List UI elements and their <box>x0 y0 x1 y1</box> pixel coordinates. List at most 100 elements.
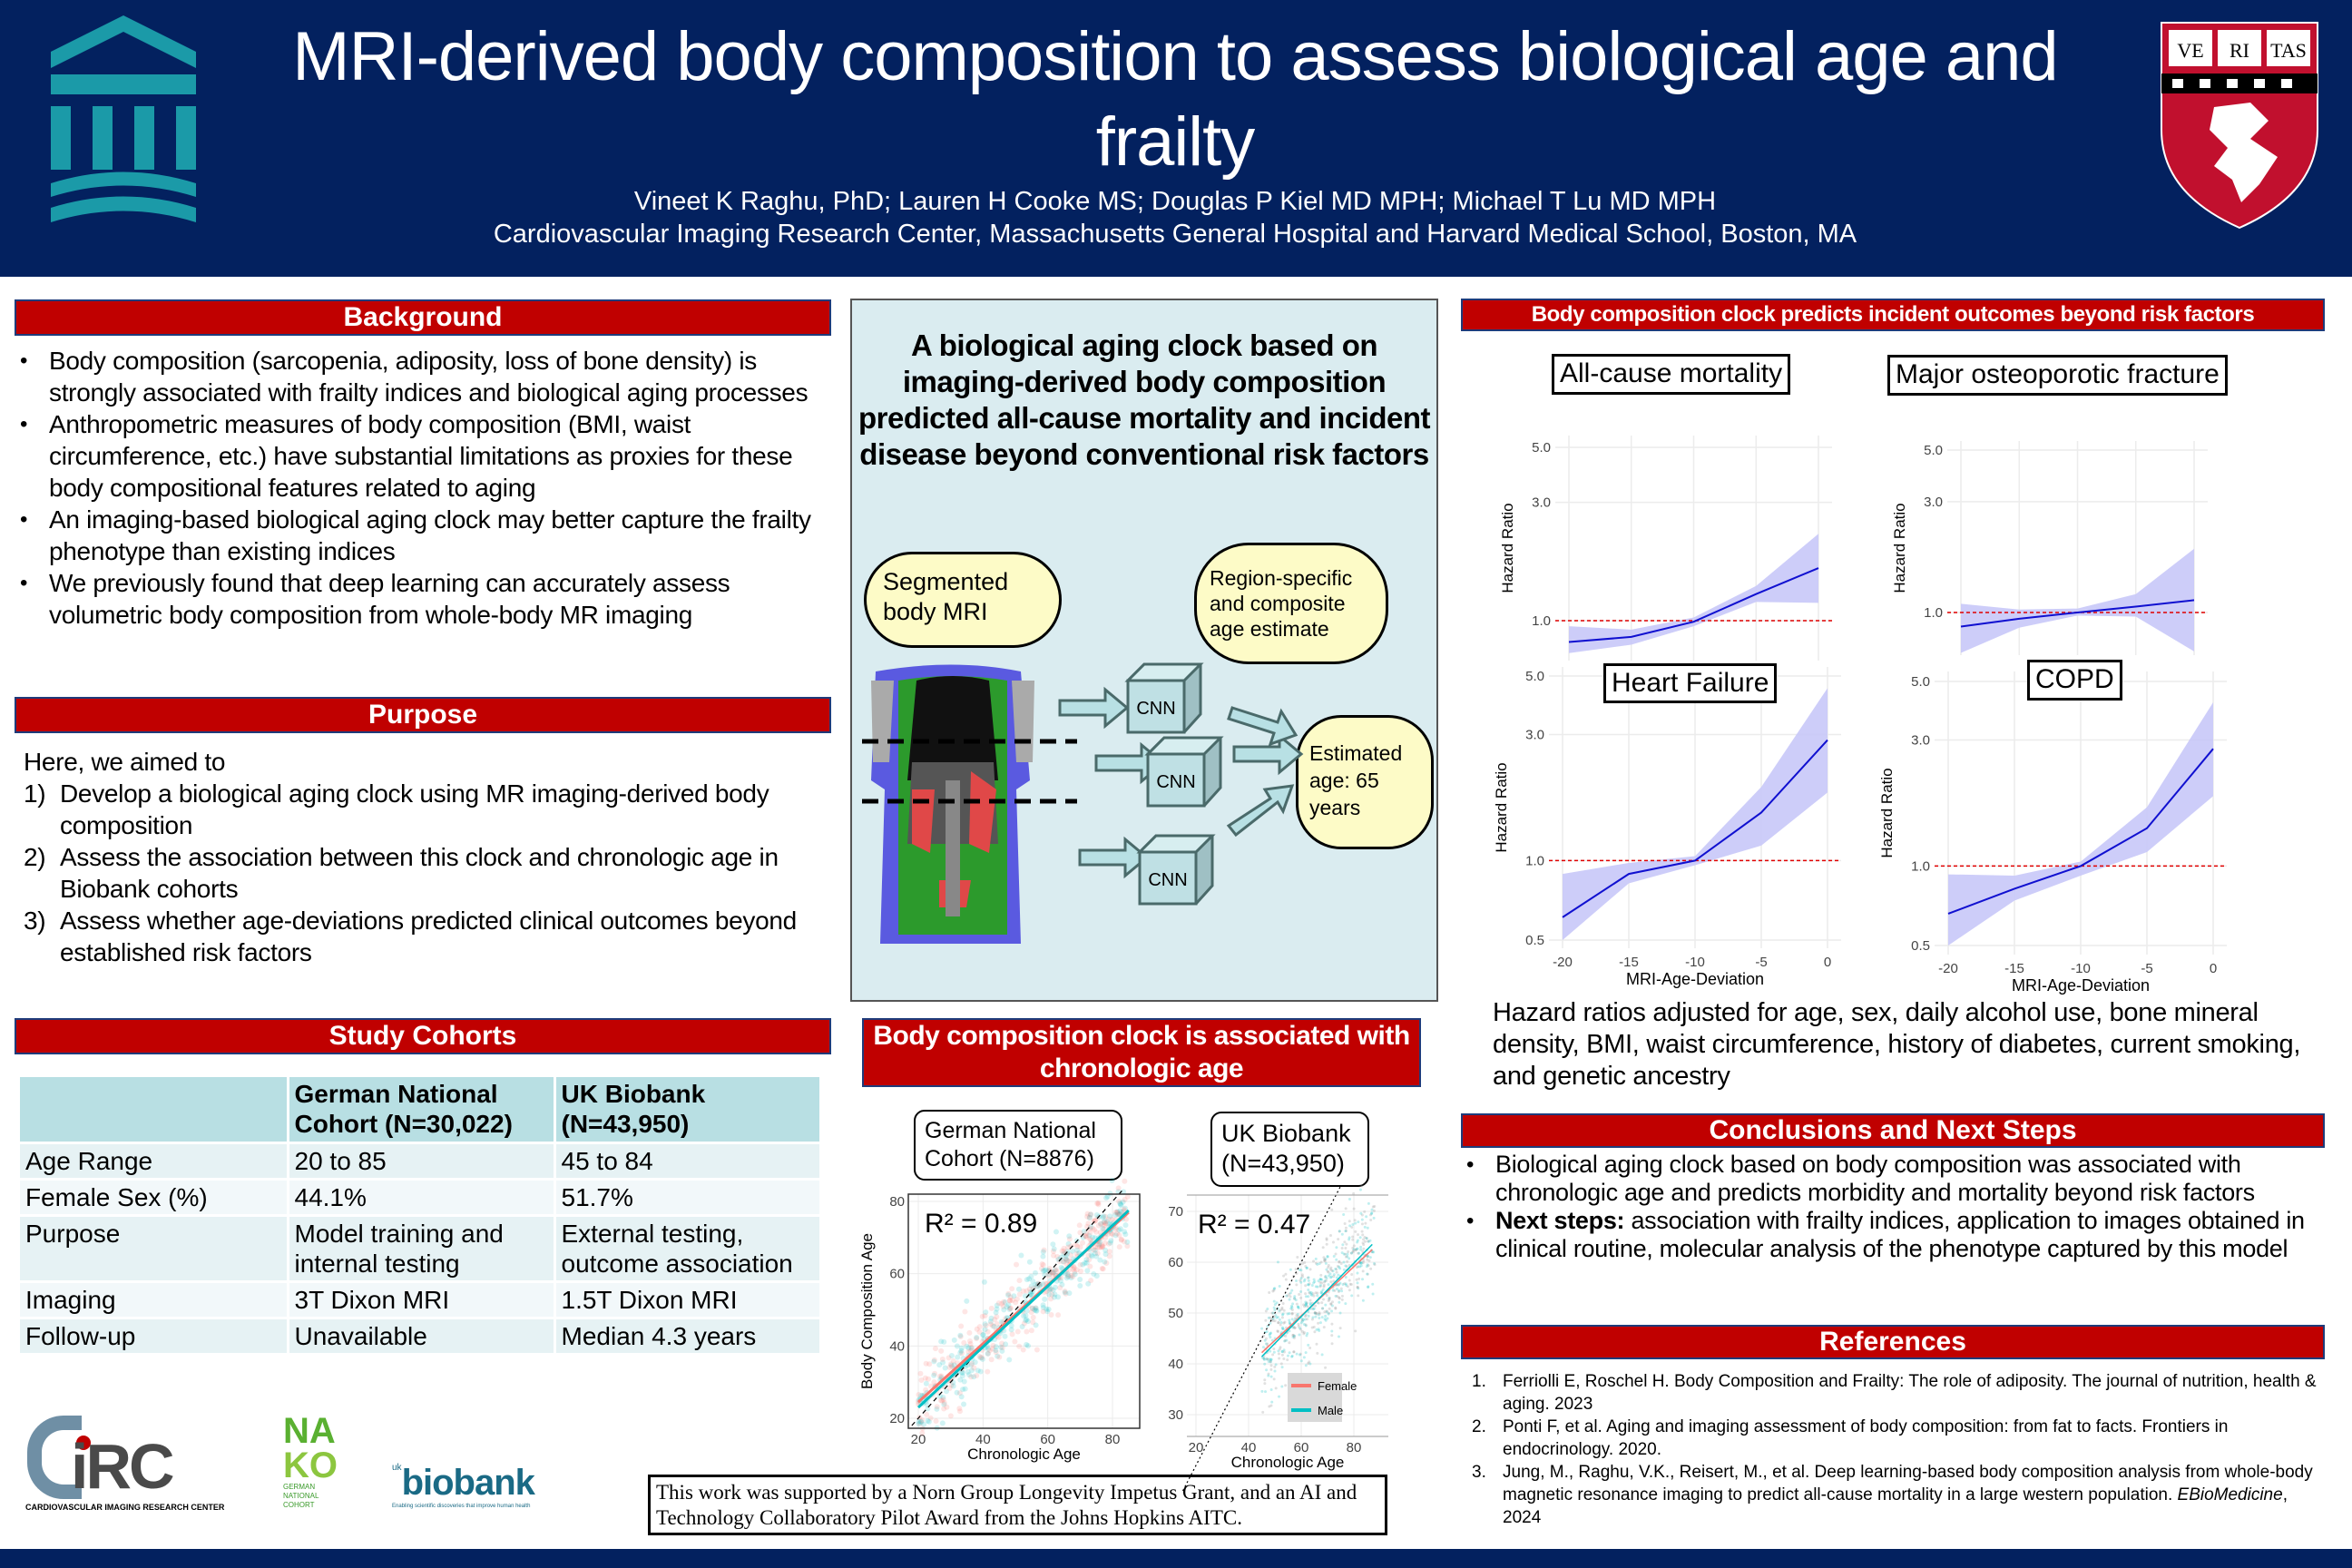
scatter-point <box>1084 1223 1091 1230</box>
cnn-cube-icons: CNN CNN CNN <box>1124 662 1224 906</box>
scatter-point <box>1102 1230 1109 1237</box>
segmented-mri-bubble: Segmented body MRI <box>864 552 1062 648</box>
mri-cnn-diagram: CNN CNN CNN <box>862 662 1304 944</box>
scatter-point <box>1094 1244 1101 1250</box>
scatter-point <box>1351 1250 1355 1253</box>
scatter-point <box>1116 1227 1122 1233</box>
scatter-point <box>1329 1266 1333 1269</box>
scatter-point <box>999 1340 1005 1347</box>
scatter-point <box>1302 1323 1306 1327</box>
scatter-point <box>1343 1282 1347 1286</box>
scatter-point <box>1361 1250 1365 1253</box>
scatter-point <box>1300 1262 1304 1266</box>
scatter-point <box>1363 1236 1367 1240</box>
scatter-point <box>1304 1315 1308 1318</box>
scatter-point <box>1340 1247 1344 1250</box>
scatter-point <box>1267 1316 1270 1319</box>
scatter-point <box>1346 1285 1349 1289</box>
scatter-point <box>962 1308 968 1315</box>
circ-label: CARDIOVASCULAR IMAGING RESEARCH CENTER <box>25 1503 225 1512</box>
scatter-point <box>976 1328 983 1335</box>
scatter-point <box>936 1393 943 1399</box>
scatter-point <box>1262 1354 1266 1357</box>
scatter-point <box>1359 1264 1363 1268</box>
gnc-plot-title: German National Cohort (N=8876) <box>914 1110 1122 1181</box>
scatter-point <box>1293 1297 1297 1300</box>
y-tick-label: 5.0 <box>1911 674 1930 690</box>
scatter-point <box>974 1372 980 1378</box>
scatter-point <box>1020 1288 1026 1294</box>
scatter-point <box>993 1349 999 1356</box>
scatter-point <box>999 1300 1005 1307</box>
scatter-point <box>965 1348 972 1355</box>
scatter-point <box>1312 1278 1316 1281</box>
scatter-point <box>1337 1335 1340 1338</box>
scatter-point <box>1068 1243 1074 1250</box>
scatter-point <box>1068 1262 1074 1269</box>
scatter-point <box>1306 1308 1309 1312</box>
scatter-point <box>1060 1259 1066 1265</box>
scatter-point <box>1270 1338 1274 1342</box>
scatter-point <box>1373 1263 1377 1267</box>
scatter-point <box>1298 1268 1301 1271</box>
circ-mark: iRC <box>71 1431 175 1502</box>
scatter-point <box>1329 1302 1333 1306</box>
scatter-point <box>999 1348 1005 1354</box>
scatter-point <box>1297 1307 1300 1310</box>
scatter-point <box>1009 1297 1015 1303</box>
scatter-point <box>1261 1410 1265 1414</box>
scatter-point <box>1097 1244 1103 1250</box>
scatter-point <box>1308 1347 1312 1350</box>
scatter-point <box>1338 1274 1342 1278</box>
scatter-point <box>927 1415 934 1421</box>
scatter-point <box>1061 1259 1067 1265</box>
scatter-point <box>1027 1291 1034 1298</box>
scatter-point <box>1026 1259 1033 1265</box>
scatter-point <box>960 1387 966 1393</box>
scatter-point <box>1308 1303 1312 1307</box>
table-cell: Imaging <box>20 1281 289 1319</box>
scatter-point <box>950 1379 956 1386</box>
scatter-point <box>1306 1331 1309 1335</box>
scatter-point <box>1002 1320 1008 1327</box>
scatter-point <box>1083 1234 1090 1240</box>
scatter-point <box>958 1364 965 1370</box>
scatter-point <box>988 1315 995 1321</box>
scatter-point <box>1356 1239 1359 1242</box>
scatter-point <box>1112 1217 1119 1223</box>
scatter-point <box>1066 1262 1073 1269</box>
table-header-row: German National Cohort (N=30,022) UK Bio… <box>20 1077 822 1144</box>
nako-mark: KO <box>283 1446 338 1485</box>
scatter-point <box>1352 1191 1356 1195</box>
scatter-point <box>1356 1286 1359 1289</box>
scatter-point <box>938 1338 945 1345</box>
scatter-point <box>940 1359 946 1366</box>
scatter-point <box>1015 1286 1022 1292</box>
scatter-point <box>1065 1244 1072 1250</box>
table-cell: Age Range <box>20 1142 289 1181</box>
scatter-point <box>968 1344 975 1350</box>
scatter-point <box>948 1353 955 1359</box>
scatter-point <box>1317 1313 1320 1317</box>
scatter-point <box>1124 1243 1131 1250</box>
scatter-point <box>1289 1295 1292 1298</box>
scatter-point <box>1295 1314 1298 1318</box>
scatter-point <box>1301 1275 1305 1279</box>
scatter-point <box>1110 1231 1116 1238</box>
scatter-point <box>1095 1201 1102 1208</box>
scatter-point <box>995 1353 1001 1359</box>
scatter-point <box>945 1377 951 1383</box>
scatter-point <box>1318 1280 1322 1284</box>
scatter-point <box>1302 1332 1306 1336</box>
background-bullet: We previously found that deep learning c… <box>13 567 831 631</box>
scatter-point <box>1334 1252 1338 1256</box>
scatter-point <box>1311 1292 1315 1296</box>
scatter-point <box>1338 1311 1342 1315</box>
scatter-point <box>1046 1268 1053 1274</box>
scatter-point <box>998 1344 1004 1350</box>
scatter-point <box>931 1379 937 1386</box>
reference-journal: EBioMedicine <box>2177 1485 2283 1504</box>
scatter-point <box>1269 1367 1273 1371</box>
scatter-point <box>1030 1314 1036 1320</box>
scatter-point <box>1269 1364 1273 1367</box>
